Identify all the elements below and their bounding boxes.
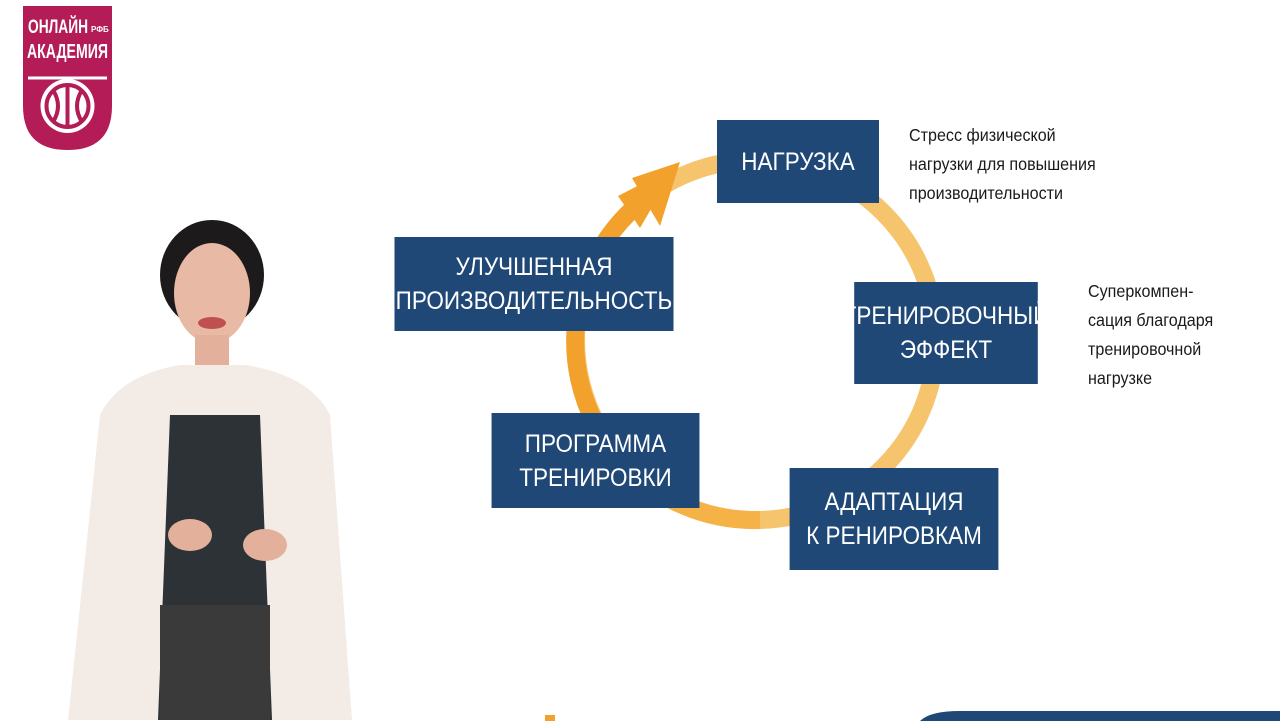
- online-academy-logo: ОНЛАЙН РФБ АКАДЕМИЯ: [23, 6, 112, 150]
- node-program: ПРОГРАММА ТРЕНИРОВКИ: [491, 413, 700, 508]
- node-load-label: НАГРУЗКА: [741, 147, 855, 176]
- logo-line2: АКАДЕМИЯ: [27, 41, 108, 63]
- bottom-decoration: [0, 708, 1280, 721]
- node-program-line2: ТРЕНИРОВКИ: [519, 463, 672, 492]
- node-load: НАГРУЗКА: [717, 120, 879, 203]
- presenter-image: [60, 215, 360, 720]
- note-load-line3: производительности: [909, 183, 1064, 203]
- node-improved-performance: УЛУЧШЕННАЯ ПРОИЗВОДИТЕЛЬНОСТЬ: [394, 237, 674, 331]
- node-adaptation-line1: АДАПТАЦИЯ: [824, 488, 964, 516]
- note-training-effect: Суперкомпен- сация благодаря тренировочн…: [1088, 277, 1213, 393]
- logo-line1: ОНЛАЙН: [28, 16, 88, 38]
- node-improved-line1: УЛУЧШЕННАЯ: [455, 253, 613, 281]
- node-improved-line2: ПРОИЗВОДИТЕЛЬНОСТЬ: [395, 287, 673, 315]
- node-adaptation-line2: К РЕНИРОВКАМ: [806, 522, 982, 550]
- note-effect-line4: нагрузке: [1088, 368, 1153, 388]
- node-training-effect: ТРЕНИРОВОЧНЫЙ ЭФФЕКТ: [843, 282, 1049, 384]
- note-effect-line3: тренировочной: [1088, 339, 1202, 359]
- node-adaptation: АДАПТАЦИЯ К РЕНИРОВКАМ: [789, 468, 999, 570]
- node-program-line1: ПРОГРАММА: [524, 429, 667, 458]
- note-load-line2: нагрузки для повышения: [909, 154, 1096, 174]
- node-training-effect-line2: ЭФФЕКТ: [899, 336, 993, 364]
- note-load: Стресс физической нагрузки для повышения…: [909, 121, 1096, 208]
- logo-badge: РФБ: [91, 25, 109, 34]
- note-effect-line2: сация благодаря: [1088, 310, 1214, 330]
- node-training-effect-line1: ТРЕНИРОВОЧНЫЙ: [842, 302, 1050, 330]
- note-load-line1: Стресс физической: [909, 125, 1056, 145]
- note-effect-line1: Суперкомпен-: [1088, 281, 1194, 301]
